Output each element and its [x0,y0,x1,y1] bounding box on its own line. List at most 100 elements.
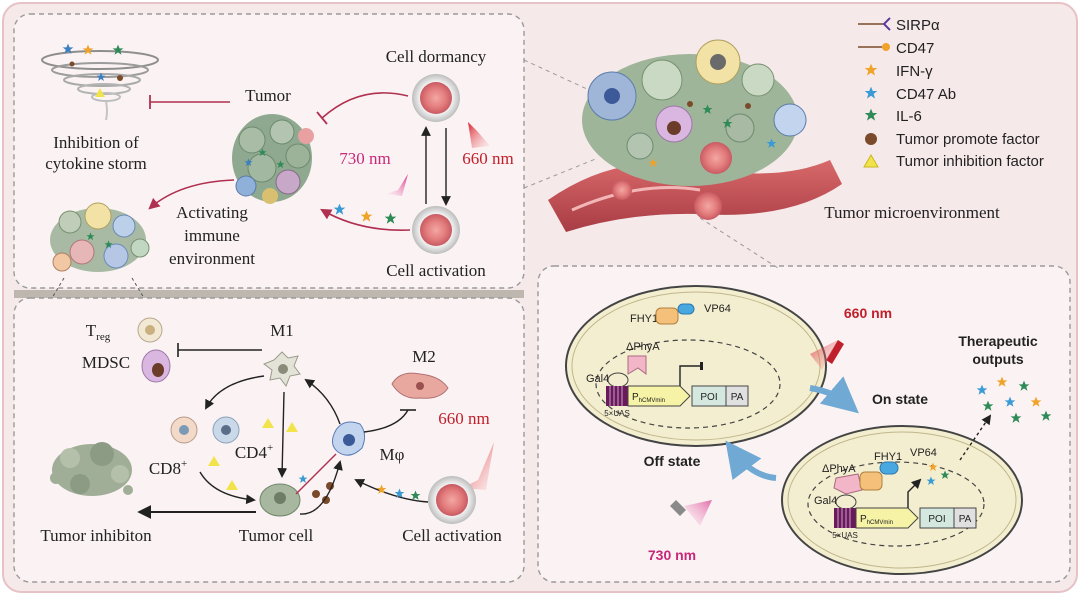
vp64-off-label: VP64 [704,303,731,315]
tumor-cell-label: Tumor cell [239,526,314,545]
treg-label: Treg [86,321,111,343]
wl-730-circuit-label: 730 nm [648,547,696,563]
m1-macrophage-icon [262,351,301,388]
immune-environment-icon [50,202,150,272]
legend-item-label: Tumor promote factor [896,131,1040,148]
activating-label-line3: environment [169,249,255,268]
phya-on-label: ΔPhyA [822,463,856,475]
gal4-off-label: Gal4 [586,373,609,385]
m1-label: M1 [270,321,294,340]
tcells-to-tumor-arrow [199,471,256,505]
m1-to-tcells-arrow [205,375,265,410]
zoom-connector-top [523,59,601,96]
tumor-cell-icon [259,483,301,517]
off-promoter-construct [606,362,749,407]
cd47-ligand-icon [858,43,890,51]
promoter-on-label: PhCMVmin [860,514,893,526]
activated-cell-icon [412,206,460,254]
vp64-on-label: VP64 [910,447,937,459]
uas-on-label: 5×UAS [832,531,858,540]
tumor-label: Tumor [245,86,291,105]
gal4-on-label: Gal4 [814,495,837,507]
cd8-label: CD8+ [149,458,187,478]
activating-label-line1: Activating [176,203,248,222]
cd4-cell-icon [212,416,240,444]
uas-off-label: 5×UAS [604,409,630,418]
yellow-triangle-icon [863,154,879,168]
cd8-cell-icon [170,416,198,444]
cell-activation-top-label: Cell activation [386,261,486,280]
red-led-icon [826,340,844,364]
cytokine-storm-icon [41,43,159,121]
cell-dormancy-label: Cell dormancy [386,47,487,66]
legend: SIRPα CD47 IFN-γ CD47 Ab IL-6 Tumor prom… [858,17,1044,170]
treg-cell-icon [137,317,163,343]
therapeutic-label-line2: outputs [972,351,1024,367]
promoter-off-label: PhCMVmin [632,392,665,404]
tumor-microenvironment-illustration [548,39,842,232]
legend-item-label: SIRPα [896,17,940,34]
m2-label: M2 [412,347,436,366]
on-state-cell [781,425,1023,575]
legend-item-label: CD47 [896,40,934,57]
macrophage-icon [332,421,366,456]
legend-item-label: Tumor inhibition factor [896,153,1044,170]
cell-activation-bottom-label: Cell activation [402,526,502,545]
wl-660-bottom-label: 660 nm [438,409,489,428]
activation-to-mphi-arrow [354,479,429,503]
phya-off-label: ΔPhyA [626,341,660,353]
red-light-beam-bottom-icon [462,442,494,490]
legend-item-label: IL-6 [896,108,922,125]
phya-fhy1-vp64-on-icon [833,461,899,495]
tumor-cluster-icon [232,114,314,204]
mdsc-cell-icon [141,349,171,383]
dormancy-inhibit-arrow [321,92,409,119]
on-promoter-construct [834,478,977,529]
on-state-label: On state [872,391,928,407]
far-red-led-icon [670,500,686,516]
mphi-label: Mφ [380,445,405,464]
poi-on-label: POI [928,514,945,525]
fhy1-on-label: FHY1 [874,451,902,463]
activated-cell-bottom-icon [428,476,476,524]
m1-to-tumor-arrow [277,391,288,478]
fhy1-vp64-off-icon [655,303,695,325]
legend-item-label: CD47 Ab [896,86,956,103]
far-red-light-beam-icon [386,174,408,196]
brown-dot-icon [865,133,877,145]
wl-660-top-label: 660 nm [462,149,513,168]
mdsc-label: MDSC [82,353,130,372]
tumor-debris-icon [50,442,133,496]
panel-divider [14,290,524,298]
dormant-cell-icon [412,74,460,122]
mphi-to-m1-arrow [304,378,341,425]
to-on-state-arrow [809,376,859,414]
mphi-inhibit-m2-arrow [363,409,409,433]
tumor-inhibition-label: Tumor inhibiton [40,526,152,545]
red-light-beam-icon [468,122,490,148]
wl-660-circuit-label: 660 nm [844,305,892,321]
cd4-label: CD4+ [235,442,273,462]
m2-macrophage-icon [391,372,449,399]
tumor-to-mphi-arrow [299,460,343,515]
microenvironment-label: Tumor microenvironment [824,203,1000,222]
pa-off-label: PA [731,392,744,403]
activating-label-line2: immune [184,226,240,245]
activation-to-tumor-arrow [320,208,411,231]
pa-on-label: PA [959,514,972,525]
activate-immune-arrow [148,179,235,210]
phya-off-icon [627,355,647,375]
wl-730-top-label: 730 nm [339,149,390,168]
sirpa-receptor-icon [858,17,891,31]
to-off-state-arrow [725,440,777,481]
inhibition-label-line1: Inhibition of [53,133,139,152]
zoom-connector-mid [523,157,599,189]
poi-off-label: POI [700,392,717,403]
secretion-arrow [959,414,992,461]
off-state-label: Off state [644,453,701,469]
inhibition-label-line2: cytokine storm [45,154,147,173]
therapeutic-label-line1: Therapeutic [958,333,1038,349]
legend-item-label: IFN-γ [896,63,933,80]
